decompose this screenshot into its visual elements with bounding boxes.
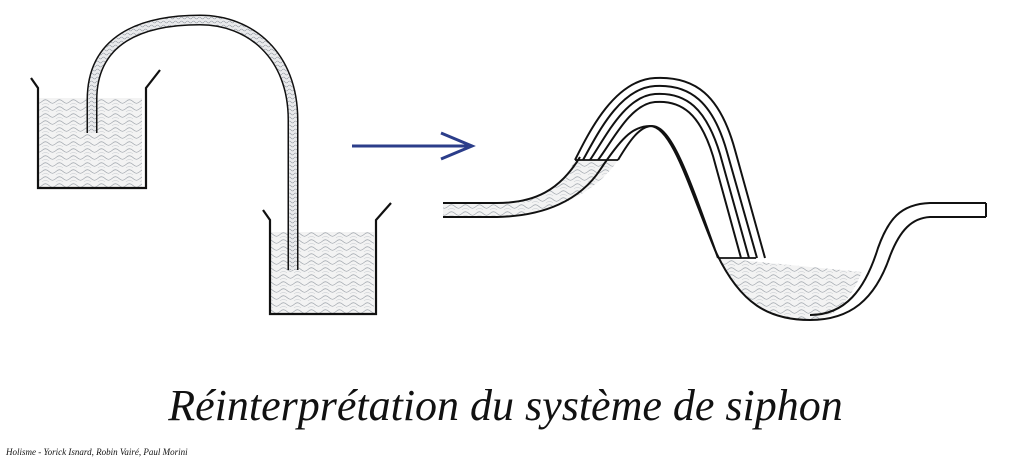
- left-basin-water: [443, 160, 618, 217]
- lower-beaker: [262, 202, 392, 316]
- siphon-diagram: [30, 14, 987, 322]
- terrain-bottom-edge: [443, 124, 986, 322]
- terrain-upper-right: [809, 202, 986, 316]
- lower-beaker-outline: [262, 202, 392, 316]
- right-basin-water: [718, 258, 862, 320]
- siphon-tube: [86, 14, 299, 270]
- landscape-siphon: [443, 76, 987, 322]
- terrain-top-edge: [443, 156, 581, 204]
- pipe-inner: [597, 100, 742, 259]
- lower-beaker-water: [270, 232, 374, 314]
- pipe-mid-b: [589, 92, 750, 259]
- credits: Holisme - Yorick Isnard, Robin Vairé, Pa…: [6, 447, 188, 457]
- upper-beaker: [30, 69, 161, 190]
- upper-beaker-water: [38, 98, 142, 188]
- transformation-arrow: [352, 131, 476, 161]
- diagram-title: Réinterprétation du système de siphon: [168, 381, 843, 430]
- upper-beaker-outline: [30, 69, 161, 190]
- hill-ridge: [617, 124, 719, 259]
- pipe-outer: [574, 76, 766, 259]
- pipe-mid-a: [582, 84, 758, 259]
